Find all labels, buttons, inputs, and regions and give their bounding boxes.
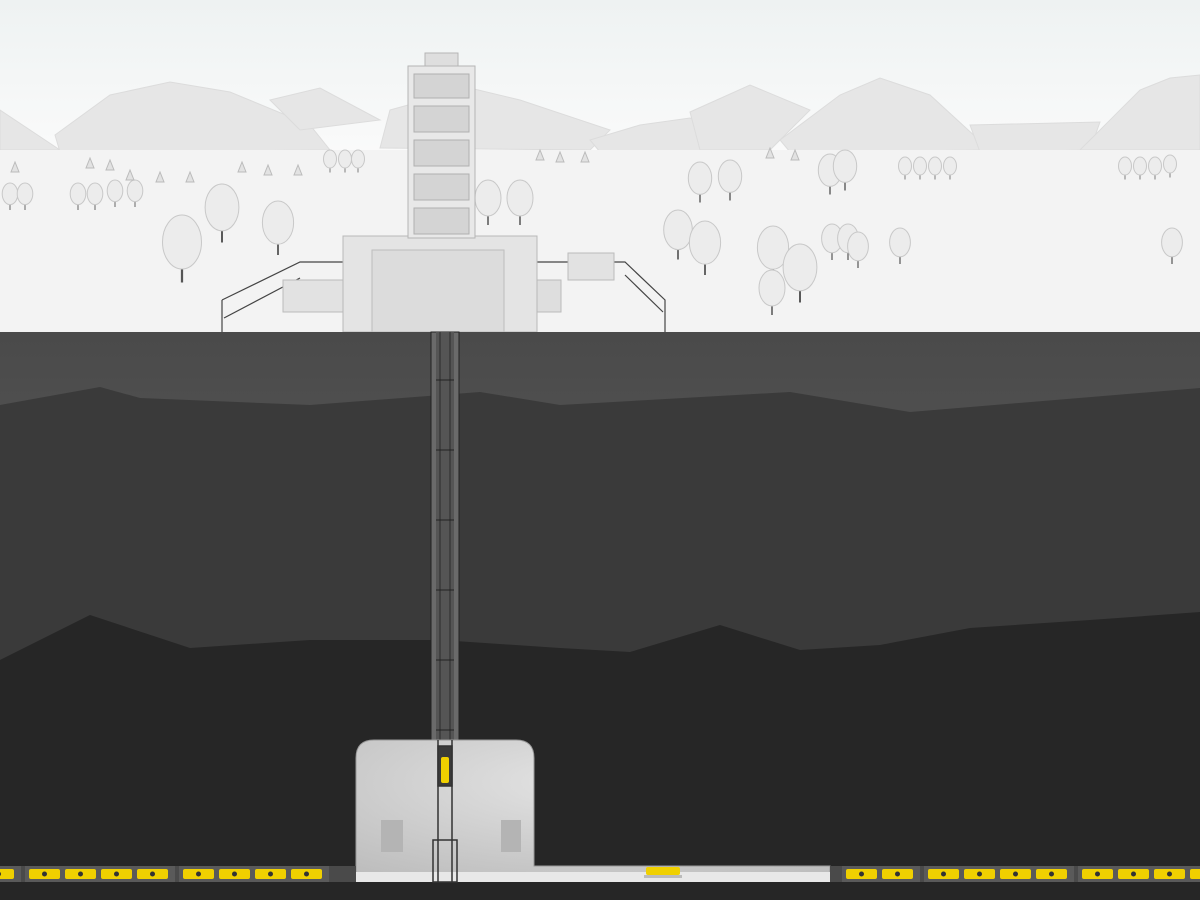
radiation-symbol-icon	[0, 872, 1, 876]
tree	[204, 183, 240, 243]
radiation-symbol-icon	[304, 871, 309, 877]
tree	[16, 182, 34, 210]
radiation-symbol-icon	[859, 871, 864, 877]
tree	[1163, 154, 1177, 178]
tree	[86, 182, 104, 210]
tree	[688, 220, 722, 275]
tree	[1161, 227, 1183, 264]
tree	[847, 231, 869, 268]
annex-building-small	[536, 279, 562, 313]
canister-in-cage	[441, 757, 449, 783]
rock-layer-lower	[0, 612, 1200, 900]
canister-group	[924, 866, 1074, 882]
pine-tree	[85, 156, 95, 169]
tree	[928, 156, 942, 180]
radiation-symbol-icon	[1013, 871, 1018, 877]
trees	[1, 146, 1183, 315]
pine-tree	[790, 148, 800, 161]
support-block-left	[381, 820, 403, 852]
waste-canister	[1190, 869, 1200, 879]
radiation-symbol-icon	[1095, 871, 1100, 877]
tunnel-floor	[356, 872, 836, 882]
tree	[687, 161, 713, 203]
radiation-symbol-icon	[232, 871, 237, 877]
tree	[898, 156, 912, 180]
pine-tree	[155, 170, 165, 183]
radiation-symbol-icon	[78, 871, 83, 877]
pine-tree	[765, 146, 775, 159]
radiation-symbol-icon	[1167, 871, 1172, 877]
annex-building-left	[282, 279, 344, 313]
pine-tree	[580, 150, 590, 163]
pine-tree	[535, 148, 545, 161]
tree	[1148, 156, 1162, 180]
tree	[351, 149, 365, 173]
tree	[717, 159, 743, 201]
radiation-symbol-icon	[114, 871, 119, 877]
support-block-right	[501, 820, 521, 852]
radiation-symbol-icon	[941, 871, 946, 877]
canister-group	[1078, 866, 1200, 882]
pine-tree	[555, 150, 565, 163]
tree	[913, 156, 927, 180]
underground-chamber	[355, 739, 831, 883]
tree	[1, 182, 19, 210]
tree	[1133, 156, 1147, 180]
annex-building-right	[567, 252, 615, 281]
canister-group	[25, 866, 175, 882]
pine-tree	[105, 158, 115, 171]
tree	[889, 227, 911, 264]
pine-tree	[237, 160, 247, 173]
radiation-symbol-icon	[1131, 871, 1136, 877]
tree	[323, 149, 337, 173]
canister-group	[0, 866, 21, 882]
canister-group	[179, 866, 329, 882]
pine-tree	[10, 160, 20, 173]
tower-roof-box	[424, 52, 459, 68]
tree	[821, 223, 843, 260]
tree	[782, 243, 818, 303]
radiation-symbol-icon	[196, 871, 201, 877]
tree	[663, 209, 693, 260]
surface-facility	[282, 52, 615, 333]
tree	[126, 179, 144, 207]
radiation-symbol-icon	[268, 871, 273, 877]
pine-tree	[293, 163, 303, 176]
tree	[261, 200, 295, 255]
tree	[832, 149, 858, 191]
waste-canister	[0, 869, 14, 879]
tree	[162, 214, 202, 283]
tree	[106, 179, 124, 207]
tree	[506, 179, 534, 225]
tree	[758, 269, 786, 315]
radiation-symbol-icon	[895, 871, 900, 877]
radiation-symbol-icon	[977, 871, 982, 877]
tree	[1118, 156, 1132, 180]
tree	[69, 182, 87, 210]
radiation-symbol-icon	[150, 871, 155, 877]
access-shaft	[430, 331, 460, 743]
transport-cart	[644, 867, 682, 878]
canister-group	[842, 866, 920, 882]
waste-canisters	[0, 866, 1200, 882]
radiation-symbol-icon	[42, 871, 47, 877]
pine-tree	[185, 170, 195, 183]
tree	[943, 156, 957, 180]
radiation-symbol-icon	[1049, 871, 1054, 877]
tree	[474, 179, 502, 225]
pine-tree	[263, 163, 273, 176]
pine-tree	[125, 168, 135, 181]
